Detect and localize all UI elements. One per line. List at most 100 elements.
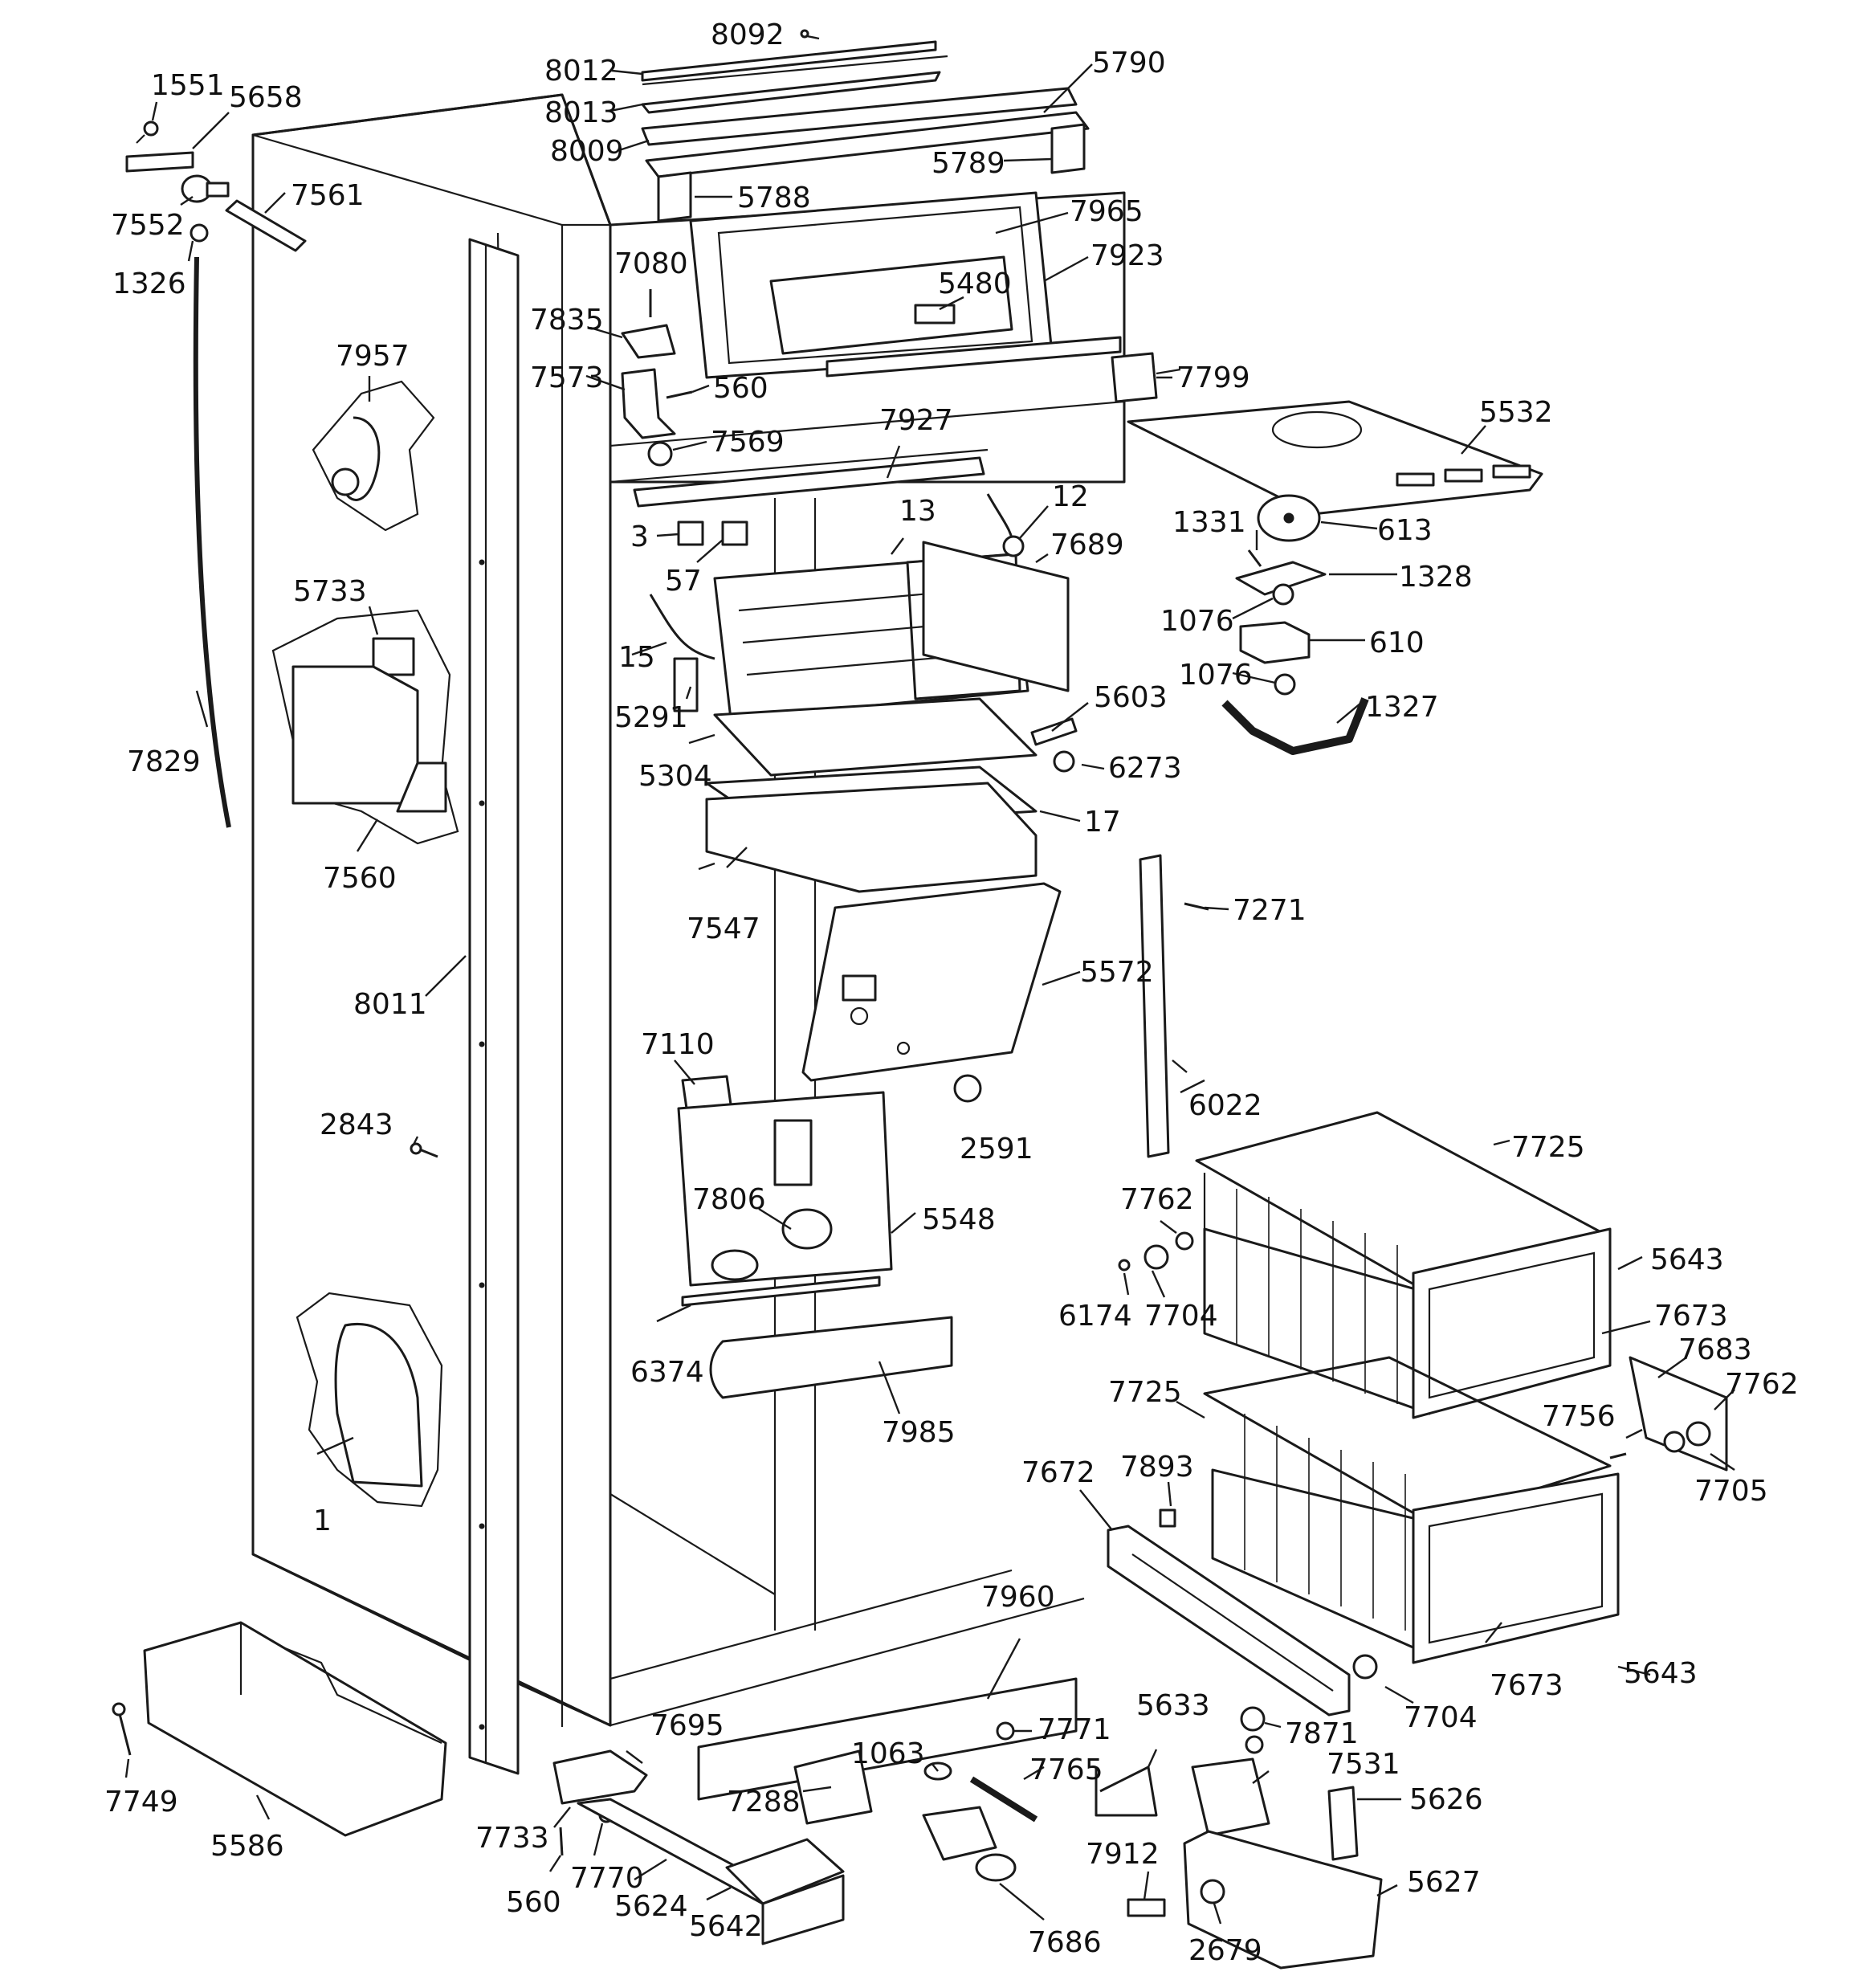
harness-7957 (312, 380, 435, 532)
tube-5603 (1030, 717, 1078, 746)
screw-560b (559, 1827, 564, 1856)
panel-7965-7923-5480 (689, 191, 1122, 379)
bracket-7573 (621, 368, 676, 439)
compressor-cover-5586 (143, 1621, 447, 1837)
callout-7957: 7957 (336, 340, 410, 373)
callout-6022: 6022 (1188, 1089, 1262, 1122)
callout-5733: 5733 (293, 575, 367, 608)
plate-7288-area (793, 1749, 873, 1825)
drain-pan-5304-17-7547 (705, 697, 1037, 893)
washers-7762-7704-6174 (1118, 1231, 1711, 1453)
screw-7749 (112, 1702, 132, 1756)
drawer-slide-7672 (1107, 1525, 1351, 1717)
clip-57 (721, 520, 748, 546)
callout-7725a: 7725 (1511, 1131, 1585, 1164)
callout-5304: 5304 (638, 760, 712, 793)
callout-7765: 7765 (1029, 1753, 1103, 1786)
knob-2591 (953, 1074, 982, 1103)
callout-2843: 2843 (320, 1108, 393, 1141)
callout-7770: 7770 (570, 1862, 644, 1895)
screw-1551 (136, 120, 159, 144)
basket-front-5643a (1412, 1227, 1612, 1419)
callout-17: 17 (1084, 806, 1121, 839)
callout-7733: 7733 (475, 1822, 549, 1855)
bracket-1327 (1221, 697, 1369, 755)
callout-5626: 5626 (1409, 1783, 1483, 1816)
callout-5643a: 5643 (1650, 1243, 1724, 1276)
callout-7985: 7985 (882, 1416, 956, 1449)
tube-7829 (193, 256, 231, 828)
tray-5627 (1183, 1830, 1383, 1970)
screw-2843 (410, 1142, 438, 1158)
callout-1076b: 1076 (1179, 659, 1253, 692)
callout-7695: 7695 (650, 1709, 724, 1742)
callout-7110: 7110 (641, 1028, 715, 1061)
callout-7704b: 7704 (1404, 1701, 1478, 1734)
valve-7531 (1191, 1757, 1270, 1837)
callout-7871: 7871 (1285, 1717, 1359, 1750)
trim-7985 (709, 1316, 953, 1399)
cover-7689 (922, 541, 1070, 692)
callout-7893: 7893 (1120, 1451, 1194, 1484)
block-7799 (1111, 352, 1181, 403)
bracket-5658 (125, 151, 194, 173)
callout-7960: 7960 (981, 1581, 1055, 1614)
nut-7569 (647, 441, 673, 467)
plate-5642 (725, 1838, 845, 1945)
callout-7799: 7799 (1176, 361, 1250, 394)
callout-5586: 5586 (210, 1830, 284, 1863)
callout-5532: 5532 (1479, 396, 1553, 429)
roller-7704 (1352, 1654, 1378, 1680)
clip-6273 (1053, 750, 1075, 773)
callout-7686: 7686 (1028, 1926, 1102, 1959)
callout-5788: 5788 (737, 182, 811, 214)
callout-7927: 7927 (879, 404, 953, 437)
cover-5572 (801, 882, 1062, 1082)
callout-7756: 7756 (1542, 1400, 1616, 1433)
callout-1076a: 1076 (1160, 605, 1234, 638)
callout-1328: 1328 (1399, 561, 1473, 594)
callout-7965: 7965 (1070, 195, 1143, 228)
callout-7080: 7080 (614, 247, 688, 280)
callout-5642: 5642 (689, 1910, 763, 1943)
callout-57: 57 (665, 565, 702, 598)
screw-7771 (996, 1721, 1015, 1741)
motor-610 (1239, 621, 1311, 664)
callout-5603: 5603 (1094, 681, 1168, 714)
grommet-1076b (1274, 673, 1296, 696)
callout-7673b: 7673 (1490, 1669, 1563, 1702)
fitting-7552 (181, 174, 230, 203)
leader-lines (124, 35, 1735, 1925)
callout-7749: 7749 (104, 1786, 178, 1819)
callout-1551: 1551 (151, 69, 225, 102)
callout-7552: 7552 (111, 209, 185, 242)
cabinet-front-trim-8011 (468, 238, 520, 1775)
callout-labels: 8092 8012 8013 8009 5790 5789 5788 7965 … (104, 18, 1799, 1967)
control-5733-7560 (271, 609, 459, 845)
callout-5643b: 5643 (1624, 1657, 1698, 1690)
strip-5291 (673, 657, 699, 712)
callout-5633: 5633 (1136, 1689, 1210, 1722)
callout-6174: 6174 (1058, 1300, 1132, 1333)
callout-8013: 8013 (544, 96, 618, 129)
callout-7288: 7288 (727, 1786, 801, 1819)
callout-7725b: 7725 (1108, 1376, 1182, 1409)
callout-610: 610 (1369, 627, 1425, 659)
bag-1 (296, 1292, 443, 1508)
bracket-7683 (1629, 1356, 1728, 1472)
callout-8012: 8012 (544, 55, 618, 88)
callout-7673a: 7673 (1654, 1300, 1728, 1333)
hinge-7695-7733 (552, 1749, 648, 1805)
basket-front-5643b (1412, 1472, 1620, 1664)
callout-13: 13 (899, 495, 936, 528)
callout-7912: 7912 (1086, 1838, 1160, 1871)
callout-12: 12 (1052, 480, 1089, 513)
clip-3 (677, 520, 704, 546)
callout-7531: 7531 (1327, 1748, 1400, 1781)
callout-7806: 7806 (692, 1183, 766, 1216)
callout-5627: 5627 (1407, 1866, 1481, 1899)
callout-7762a: 7762 (1120, 1183, 1194, 1216)
nut-1326 (190, 223, 209, 243)
rod-5633 (1095, 1766, 1158, 1817)
callout-7829: 7829 (127, 745, 201, 778)
